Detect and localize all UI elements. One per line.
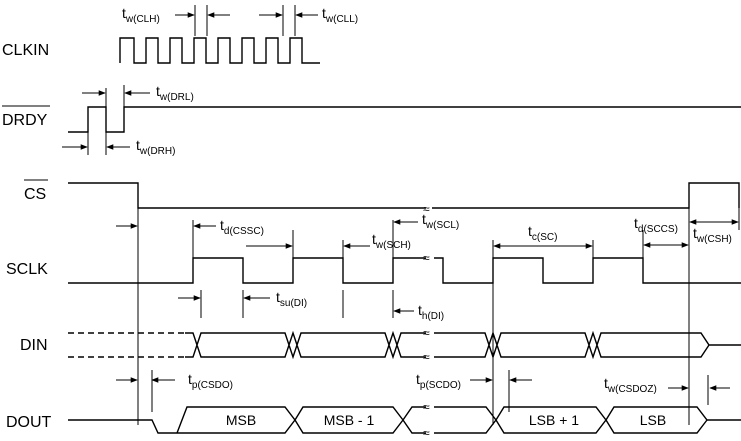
din-break-mark-low: ≈ <box>423 350 430 364</box>
sclk-waveform-cont <box>434 257 741 284</box>
tp-csdo-label: tp(CSDO) <box>188 371 233 391</box>
th-di-label: th(DI) <box>418 302 444 322</box>
clkin-waveform <box>119 37 320 64</box>
dout-break-mark-high: ≈ <box>423 400 430 414</box>
cs-label: CS <box>24 186 46 203</box>
cs-break-mark: ≈ <box>423 202 430 216</box>
tw-drl-label: tw(DRL) <box>156 83 194 103</box>
din-label: DIN <box>20 337 48 354</box>
clkin-label: CLKIN <box>2 42 49 59</box>
tw-clh-label: tw(CLH) <box>122 5 160 25</box>
td-sccs-label: td(SCCS) <box>634 215 678 235</box>
tw-sch-label: tw(SCH) <box>372 231 411 251</box>
dout-bit-msb: MSB <box>226 412 256 428</box>
dout-waveform <box>68 406 741 434</box>
cs-waveform-cont <box>432 182 740 209</box>
sclk-waveform <box>68 257 426 284</box>
sclk-break-mark: ≈ <box>423 251 430 265</box>
dout-bit-msb-minus-1: MSB - 1 <box>324 412 375 428</box>
tw-drh-label: tw(DRH) <box>136 137 175 157</box>
tw-cll-label: tw(CLL) <box>322 5 358 25</box>
dout-bit-lsb-plus-1: LSB + 1 <box>529 412 579 428</box>
tw-csh-label: tw(CSH) <box>693 225 732 245</box>
din-break-mark-high: ≈ <box>423 326 430 340</box>
cs-waveform <box>68 182 426 209</box>
td-cssc-label: td(CSSC) <box>220 217 264 237</box>
dout-bit-lsb: LSB <box>640 412 666 428</box>
tc-sc-label: tc(SC) <box>528 223 557 243</box>
sclk-label: SCLK <box>6 261 48 278</box>
drdy-waveform <box>68 106 741 133</box>
tw-csdoz-label: tw(CSDOZ) <box>604 375 657 395</box>
tsu-di-label: tsu(DI) <box>276 289 307 309</box>
tw-scl-label: tw(SCL) <box>422 211 459 231</box>
dout-break-mark-low: ≈ <box>423 426 430 440</box>
dout-label: DOUT <box>6 414 52 431</box>
drdy-label: DRDY <box>2 112 48 129</box>
din-waveform <box>185 330 741 360</box>
tp-scdo-label: tp(SCDO) <box>416 371 461 391</box>
